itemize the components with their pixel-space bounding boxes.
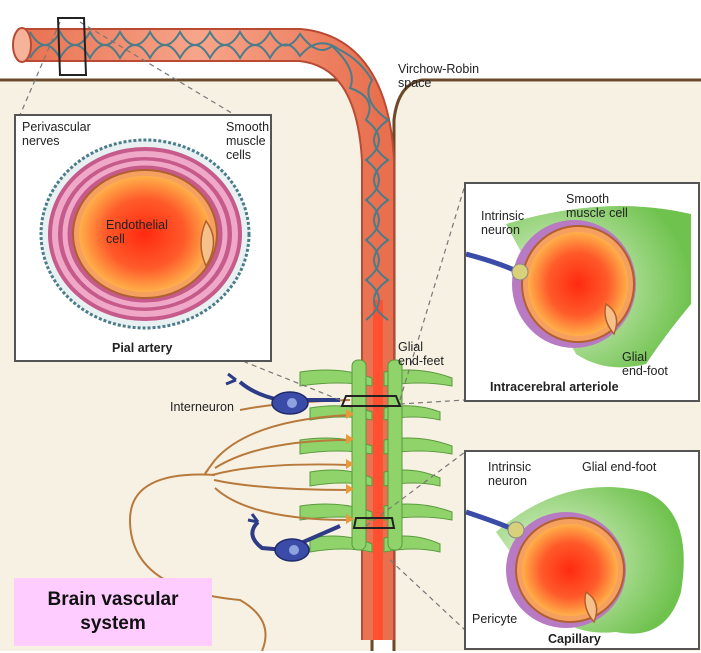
interneuron-label: Interneuron	[170, 400, 234, 414]
caption-box: Brain vascular system	[14, 578, 212, 646]
pial-artery-title: Pial artery	[112, 341, 172, 355]
intracerebral-arteriole-title: Intracerebral arteriole	[490, 380, 619, 394]
caption-line-2: system	[80, 612, 146, 636]
pericyte-label: Pericyte	[472, 612, 517, 626]
capillary-title: Capillary	[548, 632, 601, 646]
glial-end-foot-label-bottom: Glial end-foot	[582, 460, 656, 474]
caption-line-1: Brain vascular	[48, 588, 179, 612]
